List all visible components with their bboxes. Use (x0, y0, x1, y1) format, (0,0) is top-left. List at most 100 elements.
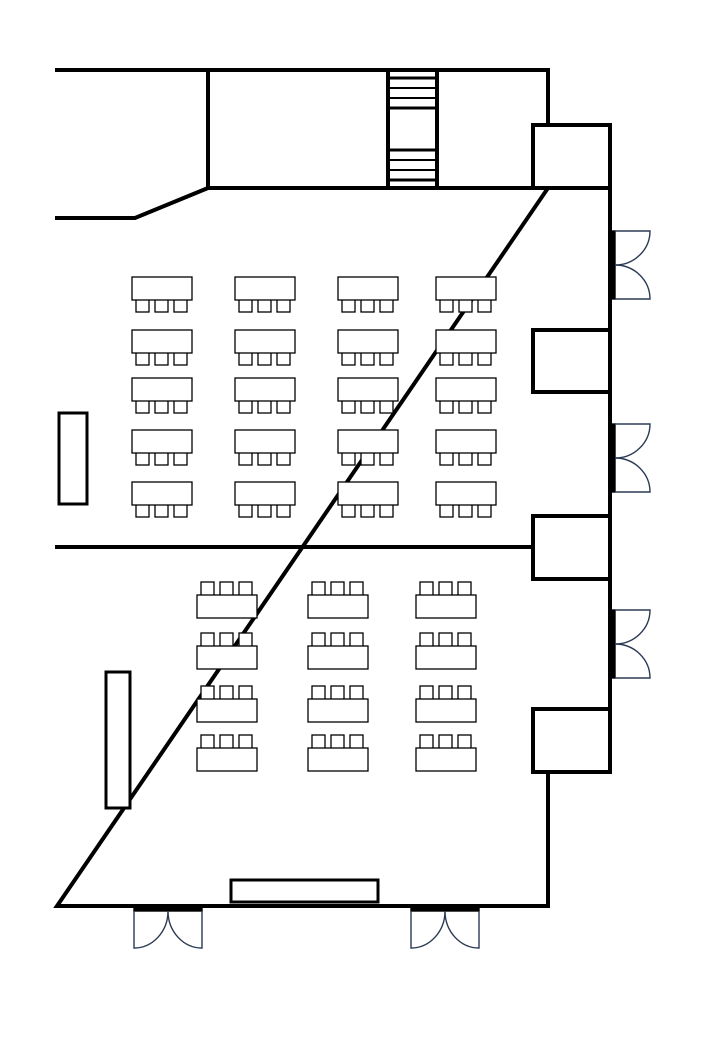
lower-hall-seating (196, 581, 477, 772)
door-leaf-right (167, 910, 203, 949)
chair (200, 632, 215, 648)
door-leaf-upper (614, 230, 651, 266)
table (435, 429, 497, 454)
door-leaf-upper (614, 609, 651, 645)
table-unit (307, 632, 369, 670)
table (415, 645, 477, 670)
chair (311, 734, 326, 750)
fixtures (57, 411, 380, 904)
table-unit (435, 481, 497, 518)
table-unit (415, 632, 477, 670)
door-frame (609, 423, 616, 493)
door-frame (133, 905, 203, 912)
chair (219, 632, 234, 648)
table (415, 698, 477, 723)
table (337, 377, 399, 402)
table-unit (337, 377, 399, 414)
table-unit (337, 329, 399, 366)
chair (219, 685, 234, 701)
table-unit (435, 276, 497, 313)
door-leaf-lower (614, 264, 651, 300)
door-leaf-left (133, 910, 169, 949)
table-unit (131, 329, 193, 366)
chair (200, 581, 215, 597)
chair (311, 581, 326, 597)
table-unit (196, 734, 258, 772)
chair (330, 685, 345, 701)
chair (349, 632, 364, 648)
table-unit (415, 734, 477, 772)
table (435, 377, 497, 402)
double-door-east-1 (609, 230, 651, 300)
table (307, 747, 369, 772)
annex-box-3 (531, 514, 612, 581)
chair (457, 632, 472, 648)
table (307, 698, 369, 723)
door-leaf-right (444, 910, 480, 949)
chair (238, 581, 253, 597)
table (234, 276, 296, 301)
table (234, 377, 296, 402)
table (196, 645, 258, 670)
stage-upper-west (57, 411, 89, 506)
table-unit (131, 377, 193, 414)
table-unit (337, 429, 399, 466)
chair (419, 685, 434, 701)
chair (330, 581, 345, 597)
chair (438, 632, 453, 648)
chair (349, 581, 364, 597)
double-door-south-2 (410, 905, 480, 949)
annex-box-1 (531, 123, 612, 190)
table-unit (435, 429, 497, 466)
table (196, 698, 258, 723)
table-unit (415, 581, 477, 619)
chair (311, 632, 326, 648)
table-unit (337, 276, 399, 313)
chair (419, 581, 434, 597)
table-unit (234, 481, 296, 518)
table (337, 429, 399, 454)
table-unit (196, 685, 258, 723)
chair (330, 632, 345, 648)
chair (200, 685, 215, 701)
table-unit (415, 685, 477, 723)
chair (238, 632, 253, 648)
table-unit (307, 734, 369, 772)
chair (438, 581, 453, 597)
table-unit (131, 481, 193, 518)
table-unit (196, 632, 258, 670)
chair (330, 734, 345, 750)
chair (438, 734, 453, 750)
table-unit (307, 581, 369, 619)
table (337, 481, 399, 506)
chair (349, 734, 364, 750)
stage-lower-west (104, 670, 132, 810)
chair (419, 632, 434, 648)
table-unit (435, 329, 497, 366)
table (307, 645, 369, 670)
table (196, 747, 258, 772)
stairs-upper (390, 76, 435, 110)
chair (238, 685, 253, 701)
door-frame (609, 230, 616, 300)
door-frame (410, 905, 480, 912)
table (234, 429, 296, 454)
table (131, 429, 193, 454)
table (234, 329, 296, 354)
table (435, 481, 497, 506)
table-unit (234, 329, 296, 366)
walls (53, 68, 612, 908)
table (131, 481, 193, 506)
chair (238, 734, 253, 750)
double-door-east-2 (609, 423, 651, 493)
chair (457, 734, 472, 750)
door-leaf-left (410, 910, 446, 949)
table-unit (131, 429, 193, 466)
table (131, 276, 193, 301)
table (415, 594, 477, 619)
annex-box-2 (531, 328, 612, 394)
door-leaf-upper (614, 423, 651, 459)
chair (219, 581, 234, 597)
chair (419, 734, 434, 750)
